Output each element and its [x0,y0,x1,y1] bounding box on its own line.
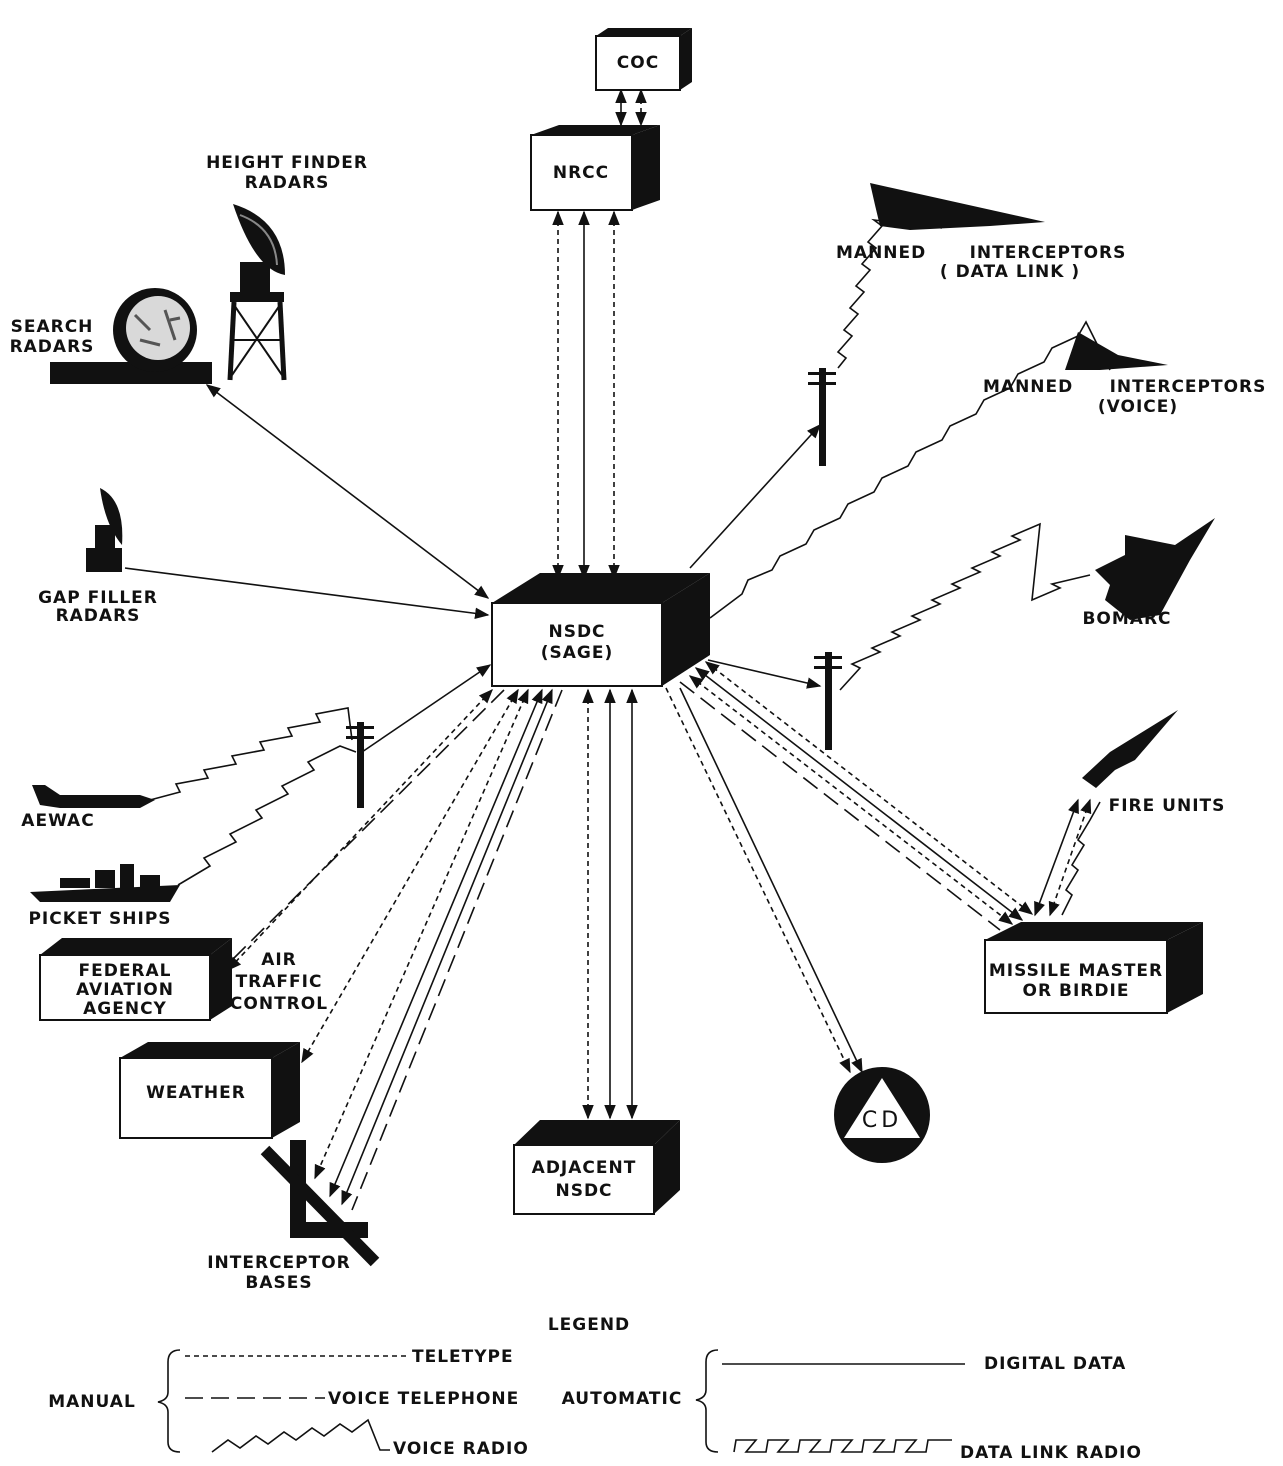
faa-label-3: AGENCY [83,999,167,1019]
adjacent-nsdc-label-2: NSDC [555,1181,612,1201]
aewac-label: AEWAC [21,811,94,831]
link-nsdc-pole-2 [707,659,822,689]
link-search-radars [205,384,490,599]
pole-icon-2 [814,652,842,750]
legend-digital-data-label: DIGITAL DATA [984,1354,1126,1374]
search-radars-label-2: RADARS [10,337,95,357]
coc-box: COC [595,28,692,91]
search-radars-label-1: SEARCH [11,317,94,337]
weather-box: WEATHER [119,1042,300,1139]
legend-teletype-label: TELETYPE [412,1347,514,1367]
adjacent-nsdc-label-1: ADJACENT [532,1158,637,1178]
link-voice-radio-manned [709,320,1111,619]
legend-data-link-radio-line [733,1439,952,1453]
missile-master-label-2: OR BIRDIE [1023,981,1130,1001]
fire-unit-missile-icon [1082,710,1178,788]
connections [124,88,1111,1211]
height-finder-label-2: RADARS [245,173,330,193]
interceptor-bases-label-2: BASES [245,1273,312,1293]
link-cd-digital [679,687,863,1074]
interceptor-jet-icon-2 [1065,332,1168,370]
air-traffic-label-2: TRAFFIC [236,972,323,992]
cd-label: CD [862,1108,902,1133]
manned-voice-label-b2: (VOICE) [1098,397,1178,417]
air-traffic-label-3: CONTROL [230,994,328,1014]
bomarc-missile-icon [1095,518,1215,620]
height-finder-label-1: HEIGHT FINDER [206,153,368,173]
link-fire-teletype [1048,798,1092,917]
picket-ship-icon [30,864,180,902]
legend-voice-telephone-label: VOICE TELEPHONE [328,1389,519,1409]
legend-voice-radio-line [211,1418,390,1453]
link-datalink-radio-manned [836,218,943,369]
legend-automatic-brace [695,1349,719,1453]
link-mm-teletype-2 [704,661,1034,915]
missile-master-box: MISSILE MASTER OR BIRDIE [984,922,1203,1014]
aewac-plane-icon [32,785,155,808]
nsdc-box: NSDC (SAGE) [491,573,710,687]
legend-title: LEGEND [548,1315,630,1335]
pole-icon-1 [808,368,836,466]
nsdc-label-2: (SAGE) [541,643,614,663]
link-gap-filler [124,567,490,620]
gap-filler-label-1: GAP FILLER [38,588,158,608]
link-bases-voice-telephone [351,689,563,1211]
picket-ships-label: PICKET SHIPS [28,909,171,929]
interceptor-bases-label-1: INTERCEPTOR [207,1253,351,1273]
coc-label: COC [617,53,659,73]
legend-manual-label: MANUAL [48,1392,136,1412]
interceptor-jet-icon-1 [870,183,1045,230]
link-nsdc-pole-1 [689,423,821,569]
gap-filler-label-2: RADARS [56,606,141,626]
nsdc-label-1: NSDC [548,622,605,642]
interceptor-bases-icon [260,1140,380,1267]
manned-datalink-label-b1: INTERCEPTORS [970,243,1127,263]
gap-filler-radar-icon [86,488,123,572]
link-mm-teletype-1 [688,675,1014,925]
bomarc-label: BOMARC [1082,609,1171,629]
link-faa-voice-telephone [229,689,505,963]
civil-defense-symbol: CD [834,1067,930,1163]
link-bases-teletype [314,688,529,1180]
link-datalink-radio-bomarc [839,522,1091,691]
weather-label: WEATHER [146,1083,246,1103]
faa-box: FEDERAL AVIATION AGENCY [39,938,232,1021]
link-pole-nsdc [361,664,492,753]
link-cd-teletype [665,687,851,1074]
manned-voice-label-a: MANNED [983,377,1073,397]
missile-master-label-1: MISSILE MASTER [989,961,1163,981]
link-mm-digital [694,667,1024,921]
manned-datalink-label-b2: ( DATA LINK ) [940,262,1080,282]
faa-label-1: FEDERAL [78,961,171,981]
air-traffic-label-1: AIR [261,950,297,970]
link-fire-datalink [1061,801,1101,916]
link-voice-radio-aewac [149,707,353,801]
link-mm-voice-telephone [679,681,1001,931]
legend-data-link-radio-label: DATA LINK RADIO [960,1443,1142,1463]
fire-units-label: FIRE UNITS [1109,796,1226,816]
legend-automatic-label: AUTOMATIC [562,1389,683,1409]
adjacent-nsdc-box: ADJACENT NSDC [513,1120,680,1215]
faa-label-2: AVIATION [76,980,174,1000]
height-finder-radar-icon [227,204,287,381]
legend: LEGEND MANUAL TELETYPE VOICE TELEPHONE V… [48,1315,1142,1463]
manned-voice-label-b1: INTERCEPTORS [1110,377,1267,397]
nrcc-label: NRCC [553,163,609,183]
nrcc-box: NRCC [530,125,660,211]
legend-voice-radio-label: VOICE RADIO [393,1439,529,1459]
legend-manual-brace [157,1349,181,1453]
manned-datalink-label-a: MANNED [836,243,926,263]
pole-icon-3 [346,722,374,808]
search-radar-icon [50,288,212,384]
link-bases-digital-2 [341,688,553,1206]
